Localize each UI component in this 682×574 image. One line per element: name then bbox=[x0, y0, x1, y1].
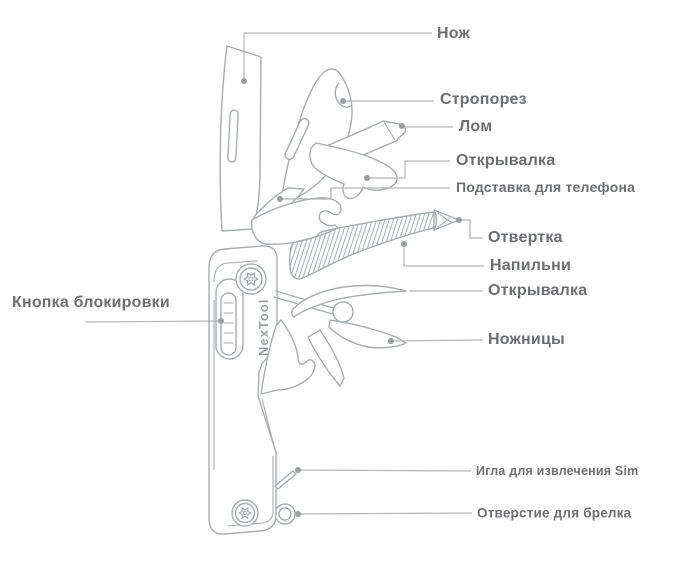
knife-blade bbox=[219, 45, 262, 232]
knife-nail-slot bbox=[227, 109, 239, 163]
scissors-tool bbox=[291, 284, 407, 387]
lock-button bbox=[215, 278, 244, 360]
scissors-pivot-hole bbox=[332, 301, 354, 323]
scissors-lower-tang bbox=[307, 329, 345, 387]
file-tool bbox=[288, 209, 460, 280]
label-scissors: Ножницы bbox=[488, 331, 565, 348]
label-phone-stand: Подставка для телефона bbox=[456, 179, 636, 195]
pointer-dots bbox=[218, 78, 462, 517]
label-crowbar: Лом bbox=[459, 118, 493, 135]
strap-cutter-hook-notch bbox=[334, 82, 352, 108]
label-file: Напильни bbox=[490, 257, 572, 274]
keychain-ring bbox=[274, 503, 296, 525]
opener-top-tool bbox=[309, 142, 398, 200]
label-lock-button: Кнопка блокировки bbox=[12, 294, 170, 311]
strap-cutter-slot bbox=[284, 117, 310, 161]
torx-screw-top bbox=[235, 263, 267, 295]
scissors-lower-blade bbox=[328, 319, 407, 349]
label-opener-top: Открывалка bbox=[456, 152, 556, 169]
sim-needle bbox=[274, 470, 297, 490]
scissors-upper-blade bbox=[291, 284, 407, 318]
label-strap-cutter: Стропорез bbox=[440, 91, 527, 108]
torx-screw-bottom bbox=[231, 499, 259, 527]
leader-lines bbox=[84, 32, 484, 515]
label-screwdriver: Отвертка bbox=[488, 229, 563, 246]
label-sim-needle: Игла для извлечения Sim bbox=[476, 464, 639, 478]
handle-merge-piece bbox=[260, 319, 316, 395]
label-keychain-hole: Отверстие для брелка bbox=[477, 505, 632, 521]
label-opener-bottom: Открывалка bbox=[488, 282, 588, 299]
strap-cutter-tool bbox=[280, 68, 353, 202]
label-knife: Нож bbox=[437, 25, 471, 42]
brand-logo-text: NexTool bbox=[256, 299, 271, 356]
